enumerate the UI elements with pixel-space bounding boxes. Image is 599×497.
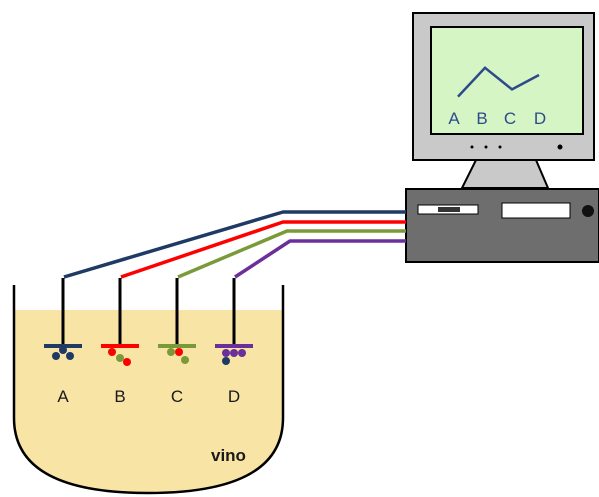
computer-body [405,188,599,263]
beaker-wall [12,285,285,495]
receptor-dot-d [238,349,246,357]
receptor-dot-c [167,348,175,356]
power-button [582,205,594,217]
monitor-indicator-dot [498,145,502,149]
receptor-dot-d [230,349,238,357]
sensor-label-d: D [228,387,240,406]
monitor-stand [460,159,550,189]
monitor-label-c: C [504,109,516,128]
receptor-dot-b [108,348,116,356]
sensor-label-b: B [114,387,125,406]
receptor-dot-d [222,349,230,357]
cable-b [120,220,406,279]
sensor-cables [63,210,406,279]
drive-slot-dark [438,207,460,212]
receptor-dot-d [222,357,230,365]
monitor-label-b: B [476,109,487,128]
monitor-plot-line [457,66,540,98]
receptor-dot-a [66,352,74,360]
sensor-c: C [158,278,196,406]
sensor-d: D [215,278,253,406]
receptor-dot-c [175,348,183,356]
monitor-power-led [557,144,563,150]
sensor-label-c: C [171,387,183,406]
wine-label: vino [211,446,246,465]
sensor-a: A [44,278,82,406]
receptor-dot-c [181,356,189,364]
sensor-label-a: A [57,387,69,406]
monitor-screen [430,26,584,135]
monitor-label-d: D [534,109,546,128]
receptor-dot-b [116,354,124,362]
drive-slot [501,202,571,219]
monitor-indicator-dot [470,145,474,149]
receptor-dot-a [59,346,67,354]
cable-a [63,210,406,279]
monitor-indicator-dot [484,145,488,149]
cable-d [234,239,406,279]
sensor-array: A B C D [44,278,253,406]
sensor-b: B [101,278,139,406]
cable-c [177,229,406,279]
beaker: vino [12,285,285,495]
receptor-dot-b [123,358,131,366]
receptor-dot-a [52,352,60,360]
wine-liquid [14,310,283,493]
monitor-label-a: A [448,109,460,128]
computer-case [405,188,599,263]
